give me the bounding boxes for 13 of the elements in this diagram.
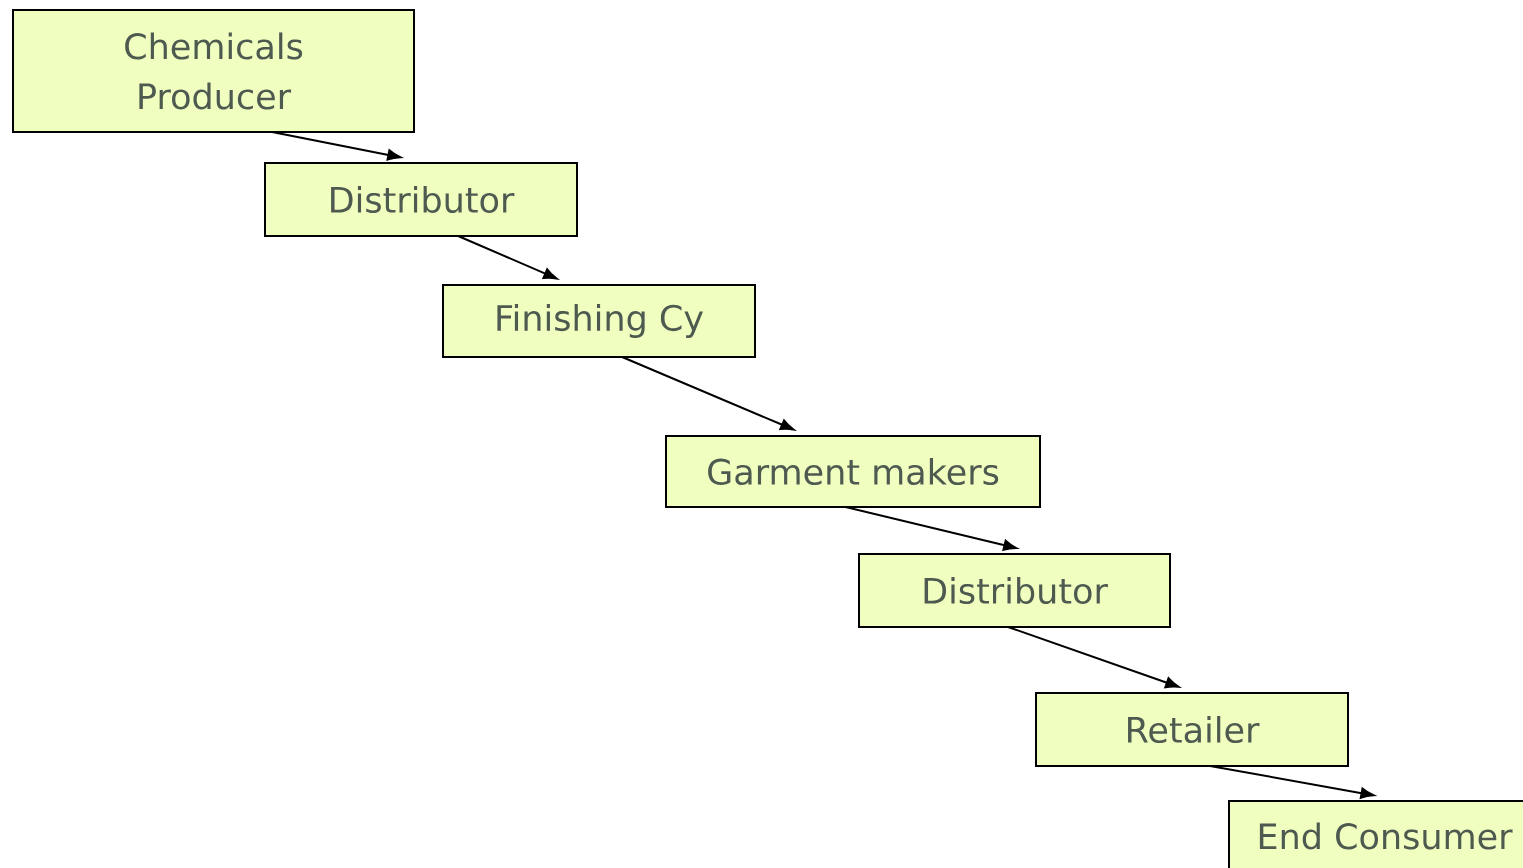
process-box: End Consumer: [1228, 800, 1523, 868]
arrow: [457, 235, 558, 280]
process-box: Distributor: [858, 553, 1171, 628]
process-box: Retailer: [1035, 692, 1349, 767]
arrow: [844, 506, 1018, 551]
arrow: [1007, 626, 1180, 689]
arrow: [271, 131, 402, 161]
arrow: [621, 356, 795, 431]
process-box: Garment makers: [665, 435, 1041, 508]
arrow: [1209, 765, 1375, 799]
process-box: Chemicals Producer: [12, 9, 415, 133]
process-box: Distributor: [264, 162, 578, 237]
process-box: Finishing Cy: [442, 284, 756, 358]
